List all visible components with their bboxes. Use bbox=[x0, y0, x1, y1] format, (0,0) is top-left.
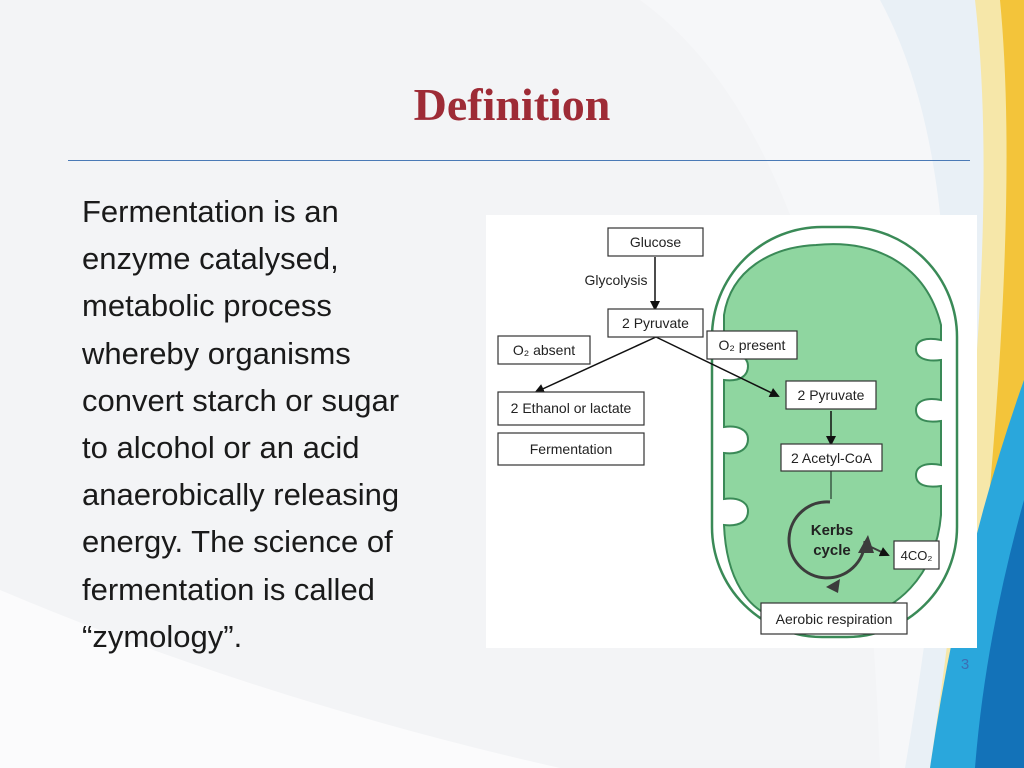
definition-line: energy. The science of bbox=[82, 524, 393, 560]
mitochondrion bbox=[710, 225, 959, 639]
pyruvate-box-top: 2 Pyruvate bbox=[607, 308, 704, 338]
definition-line: whereby organisms bbox=[82, 335, 351, 371]
svg-text:2 Pyruvate: 2 Pyruvate bbox=[622, 315, 689, 331]
glucose-box: Glucose bbox=[607, 227, 704, 257]
definition-line: “zymology”. bbox=[82, 618, 243, 654]
o2-absent-box: O₂ absent bbox=[497, 335, 591, 365]
definition-line: Fermentation is an bbox=[82, 194, 339, 229]
svg-text:2 Pyruvate: 2 Pyruvate bbox=[798, 387, 865, 403]
diagram-svg: Kerbs cycle Glycolysis Glucose 2 Pyruvat… bbox=[486, 215, 977, 648]
svg-text:O₂ present: O₂ present bbox=[719, 337, 786, 353]
title-divider bbox=[68, 160, 970, 161]
krebs-cycle-ring bbox=[787, 500, 867, 580]
definition-line: enzyme catalysed, bbox=[82, 241, 339, 277]
fermentation-box: Fermentation bbox=[497, 432, 645, 466]
svg-text:Aerobic respiration: Aerobic respiration bbox=[776, 611, 893, 627]
krebs-cycle-label: Kerbs bbox=[811, 522, 854, 539]
definition-line: to alcohol or an acid bbox=[82, 430, 360, 466]
definition-text: Fermentation is an enzyme catalysed, met… bbox=[82, 188, 472, 660]
svg-text:2 Acetyl-CoA: 2 Acetyl-CoA bbox=[791, 450, 873, 466]
definition-line: convert starch or sugar bbox=[82, 382, 400, 418]
fermentation-diagram: Kerbs cycle Glycolysis Glucose 2 Pyruvat… bbox=[486, 215, 977, 648]
svg-text:Fermentation: Fermentation bbox=[530, 441, 612, 457]
aerobic-respiration-box: Aerobic respiration bbox=[760, 602, 908, 635]
svg-text:Glucose: Glucose bbox=[630, 234, 682, 250]
pyruvate-box-mitochondrion: 2 Pyruvate bbox=[785, 380, 877, 410]
ethanol-lactate-box: 2 Ethanol or lactate bbox=[497, 391, 645, 426]
definition-line: anaerobically releasing bbox=[82, 477, 400, 513]
krebs-cycle: Kerbs cycle bbox=[787, 500, 874, 593]
svg-text:2 Ethanol or lactate: 2 Ethanol or lactate bbox=[511, 400, 632, 416]
definition-line: fermentation is called bbox=[82, 571, 375, 607]
krebs-cycle-arrow-icon bbox=[858, 535, 874, 553]
svg-text:4CO₂: 4CO₂ bbox=[901, 548, 933, 563]
krebs-cycle-arrow-icon bbox=[826, 579, 840, 593]
page-number: 3 bbox=[960, 656, 970, 673]
o2-present-box: O₂ present bbox=[706, 330, 798, 360]
definition-line: metabolic process bbox=[82, 288, 332, 324]
arrow-cycle-to-co2 bbox=[870, 546, 890, 557]
glycolysis-label: Glycolysis bbox=[584, 272, 647, 288]
arrow-pyruvate-to-ethanol bbox=[534, 336, 657, 394]
acetyl-coa-box: 2 Acetyl-CoA bbox=[780, 443, 883, 472]
svg-text:O₂ absent: O₂ absent bbox=[513, 342, 575, 358]
krebs-cycle-label: cycle bbox=[813, 542, 851, 559]
co2-box: 4CO₂ bbox=[893, 540, 940, 570]
arrow-pyruvate-to-mitochondrion bbox=[655, 336, 780, 398]
slide-title: Definition bbox=[413, 79, 611, 130]
